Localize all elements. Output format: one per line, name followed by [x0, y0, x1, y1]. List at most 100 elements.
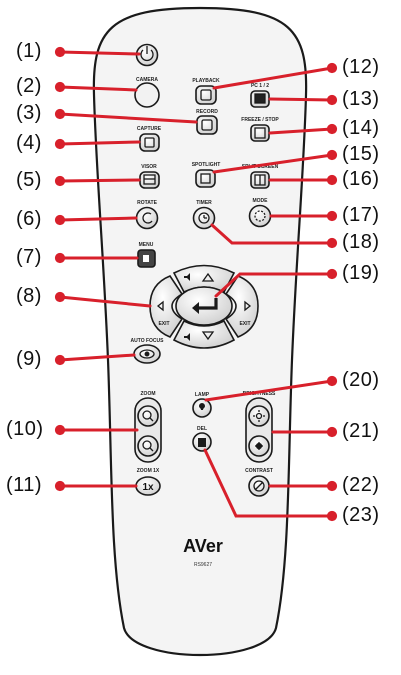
brightness-label: BRIGHTNESS [243, 391, 276, 397]
rotate-button[interactable] [135, 206, 159, 230]
callout-4: (4) [16, 132, 42, 154]
trash-icon [198, 438, 206, 447]
split-screen-label: SPLIT SCREEN [242, 164, 279, 170]
capture-icon [144, 137, 155, 148]
record-label: RECORD [196, 109, 218, 115]
exit-left-label: EXIT [158, 321, 169, 327]
zoom-in-button[interactable] [137, 405, 159, 427]
leader-line-9 [58, 353, 136, 362]
auto-focus-label: AUTO FOCUS [131, 338, 165, 344]
freeze-stop-label: FREEZE / STOP [241, 117, 279, 123]
callout-10: (10) [6, 418, 44, 440]
callout-16: (16) [342, 168, 380, 190]
callout-2: (2) [16, 75, 42, 97]
dpad-left[interactable] [149, 275, 184, 338]
callout-7: (7) [16, 246, 42, 268]
arrow-up-icon [201, 272, 215, 282]
leader-line-19 [214, 272, 334, 298]
exit-right-label: EXIT [239, 321, 250, 327]
record-button[interactable] [196, 115, 218, 135]
mode-icon [254, 210, 266, 222]
lamp-icon [199, 403, 205, 410]
leader-line-20 [204, 379, 334, 402]
zoom-label: ZOOM [141, 391, 156, 397]
leader-line-23 [203, 448, 334, 518]
leader-line-18 [210, 223, 334, 245]
brand-logo: AVer [183, 536, 223, 556]
callout-12: (12) [342, 56, 380, 78]
callout-8: (8) [16, 285, 42, 307]
callout-20: (20) [342, 369, 380, 391]
pc-label: PC 1 / 2 [251, 83, 269, 89]
power-icon [140, 49, 154, 62]
volume-down-icon [184, 333, 190, 341]
spotlight-icon [200, 173, 211, 184]
rotate-label: ROTATE [137, 200, 157, 206]
leader-line-5 [58, 178, 141, 183]
timer-icon [198, 212, 210, 224]
rotate-icon [142, 212, 153, 224]
leader-line-3 [58, 112, 198, 124]
arrow-right-icon [244, 300, 252, 312]
spotlight-button[interactable] [195, 169, 216, 188]
stop-icon [254, 127, 266, 139]
mode-button[interactable] [248, 204, 272, 228]
playback-label: PLAYBACK [192, 78, 220, 84]
callout-11: (11) [6, 474, 43, 496]
menu-label: MENU [139, 242, 154, 248]
leader-line-14 [268, 127, 334, 135]
visor-label: VISOR [141, 164, 157, 170]
contrast-label: CONTRAST [245, 468, 273, 474]
callout-23: (23) [342, 504, 380, 526]
capture-label: CAPTURE [137, 126, 162, 132]
record-icon [201, 119, 213, 131]
callout-19: (19) [342, 262, 380, 284]
callout-6: (6) [16, 208, 42, 230]
spotlight-label: SPOTLIGHT [192, 162, 221, 168]
callout-21: (21) [342, 420, 380, 442]
model-number: RS9627 [194, 562, 212, 568]
dpad-right[interactable] [224, 275, 259, 338]
capture-button[interactable] [139, 133, 160, 152]
arrow-left-icon [156, 300, 164, 312]
zoom-out-icon [142, 440, 152, 450]
leader-line-12 [212, 66, 334, 90]
leader-line-15 [212, 153, 334, 174]
callout-15: (15) [342, 143, 380, 165]
leader-line-13 [268, 97, 334, 102]
callout-17: (17) [342, 204, 380, 226]
volume-up-icon [184, 273, 190, 281]
lamp-label: LAMP [195, 392, 210, 398]
enter-arrow-icon [194, 298, 218, 310]
callout-9: (9) [16, 348, 42, 370]
monitor-icon [254, 93, 266, 104]
leader-line-4 [58, 140, 141, 146]
eye-icon [139, 349, 155, 359]
zoom-in-icon [142, 410, 152, 420]
enter-button[interactable] [175, 286, 233, 326]
leader-line-6 [58, 216, 138, 222]
callout-22: (22) [342, 474, 380, 496]
zoom-1x-label: ZOOM 1X [137, 468, 160, 474]
callout-18: (18) [342, 231, 380, 253]
callout-5: (5) [16, 169, 42, 191]
playback-icon [200, 89, 212, 101]
menu-icon [143, 255, 149, 262]
camera-button[interactable] [134, 82, 160, 108]
callout-14: (14) [342, 117, 380, 139]
zoom-out-button[interactable] [137, 435, 159, 457]
leader-line-2 [58, 85, 138, 92]
zoom-1x-glyph: 1x [142, 482, 154, 493]
contrast-icon [253, 480, 265, 492]
timer-label: TIMER [196, 200, 212, 206]
callout-1: (1) [16, 40, 42, 62]
callout-3: (3) [16, 102, 42, 124]
callout-13: (13) [342, 88, 380, 110]
brightness-up-icon [255, 412, 263, 420]
brightness-up-button[interactable] [248, 405, 270, 427]
leader-line-8 [58, 295, 152, 308]
leader-line-1 [58, 50, 141, 56]
del-label: DEL [197, 426, 207, 432]
